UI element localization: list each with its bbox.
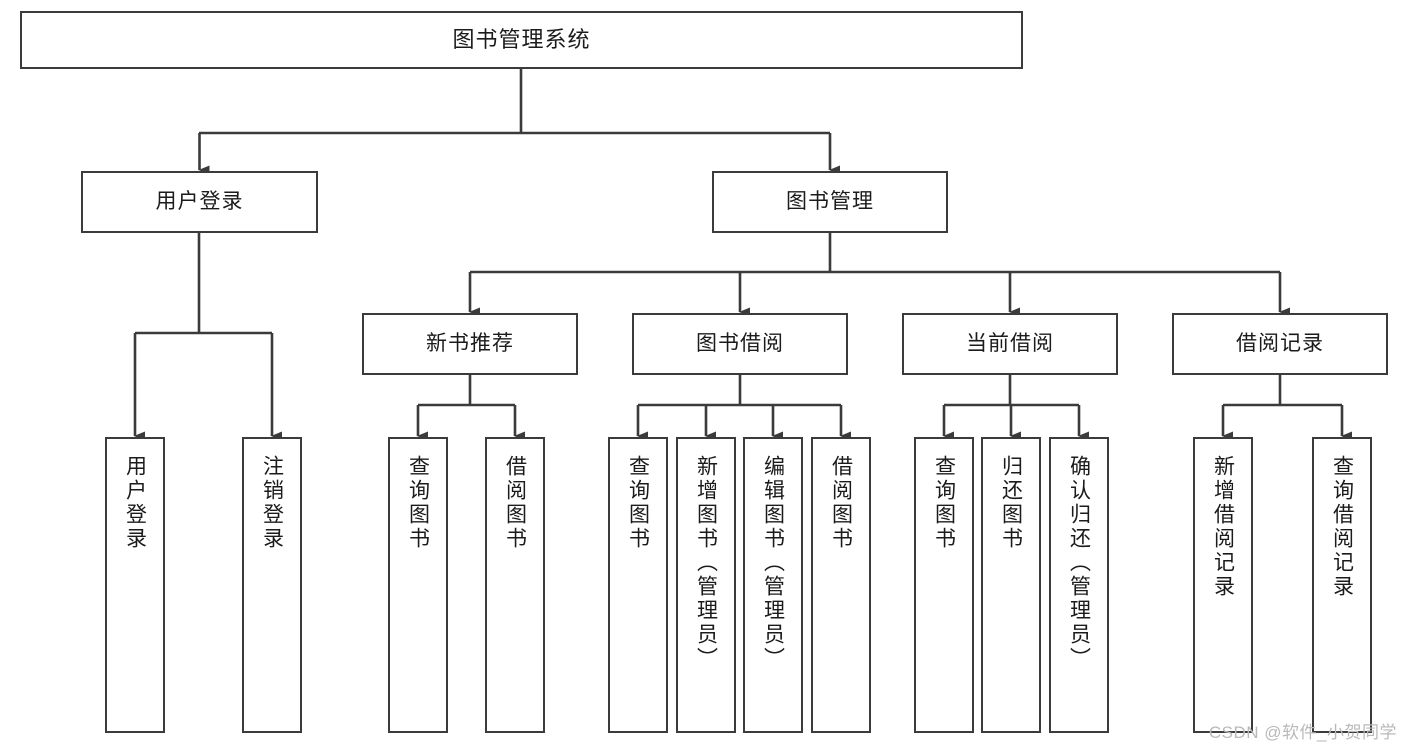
node-label: 新增借阅记录 <box>1211 455 1235 599</box>
node-leaf-query-record[interactable]: 查询借阅记录 <box>1312 437 1372 733</box>
node-label: 当前借阅 <box>966 332 1054 356</box>
node-leaf-query-book-2[interactable]: 查询图书 <box>608 437 668 733</box>
node-label: 确认归还（管理员） <box>1067 455 1091 671</box>
node-leaf-confirm-return[interactable]: 确认归还（管理员） <box>1049 437 1109 733</box>
node-leaf-return-book[interactable]: 归还图书 <box>981 437 1041 733</box>
node-label: 图书借阅 <box>696 332 784 356</box>
node-leaf-user-login[interactable]: 用户登录 <box>105 437 165 733</box>
node-leaf-query-book-3[interactable]: 查询图书 <box>914 437 974 733</box>
node-new-book-rec[interactable]: 新书推荐 <box>362 313 578 375</box>
node-label: 借阅记录 <box>1236 332 1324 356</box>
node-label: 新增图书（管理员） <box>694 455 718 671</box>
node-book-manage[interactable]: 图书管理 <box>712 171 948 233</box>
node-label: 查询图书 <box>406 455 430 551</box>
node-leaf-borrow-book-2[interactable]: 借阅图书 <box>811 437 871 733</box>
node-label: 图书管理 <box>786 190 874 214</box>
node-label: 图书管理系统 <box>452 26 591 52</box>
node-label: 查询图书 <box>932 455 956 551</box>
node-leaf-borrow-book-1[interactable]: 借阅图书 <box>485 437 545 733</box>
watermark-text: CSDN @软件_小贺同学 <box>1208 723 1397 742</box>
edge-lines <box>133 69 1352 441</box>
node-user-login[interactable]: 用户登录 <box>81 171 318 233</box>
node-label: 归还图书 <box>999 455 1023 551</box>
node-label: 编辑图书（管理员） <box>761 455 785 671</box>
node-label: 用户登录 <box>123 455 147 551</box>
node-root[interactable]: 图书管理系统 <box>20 11 1023 69</box>
node-leaf-query-book-1[interactable]: 查询图书 <box>388 437 448 733</box>
node-label: 借阅图书 <box>829 455 853 551</box>
node-label: 借阅图书 <box>503 455 527 551</box>
node-leaf-add-record[interactable]: 新增借阅记录 <box>1193 437 1253 733</box>
node-book-borrow[interactable]: 图书借阅 <box>632 313 848 375</box>
node-leaf-logout[interactable]: 注销登录 <box>242 437 302 733</box>
node-borrow-record[interactable]: 借阅记录 <box>1172 313 1388 375</box>
node-label: 用户登录 <box>155 190 244 214</box>
node-label: 注销登录 <box>260 455 284 551</box>
node-leaf-add-book[interactable]: 新增图书（管理员） <box>676 437 736 733</box>
node-leaf-edit-book[interactable]: 编辑图书（管理员） <box>743 437 803 733</box>
node-label: 新书推荐 <box>426 332 514 356</box>
node-label: 查询图书 <box>626 455 650 551</box>
node-label: 查询借阅记录 <box>1330 455 1354 599</box>
node-current-borrow[interactable]: 当前借阅 <box>902 313 1118 375</box>
